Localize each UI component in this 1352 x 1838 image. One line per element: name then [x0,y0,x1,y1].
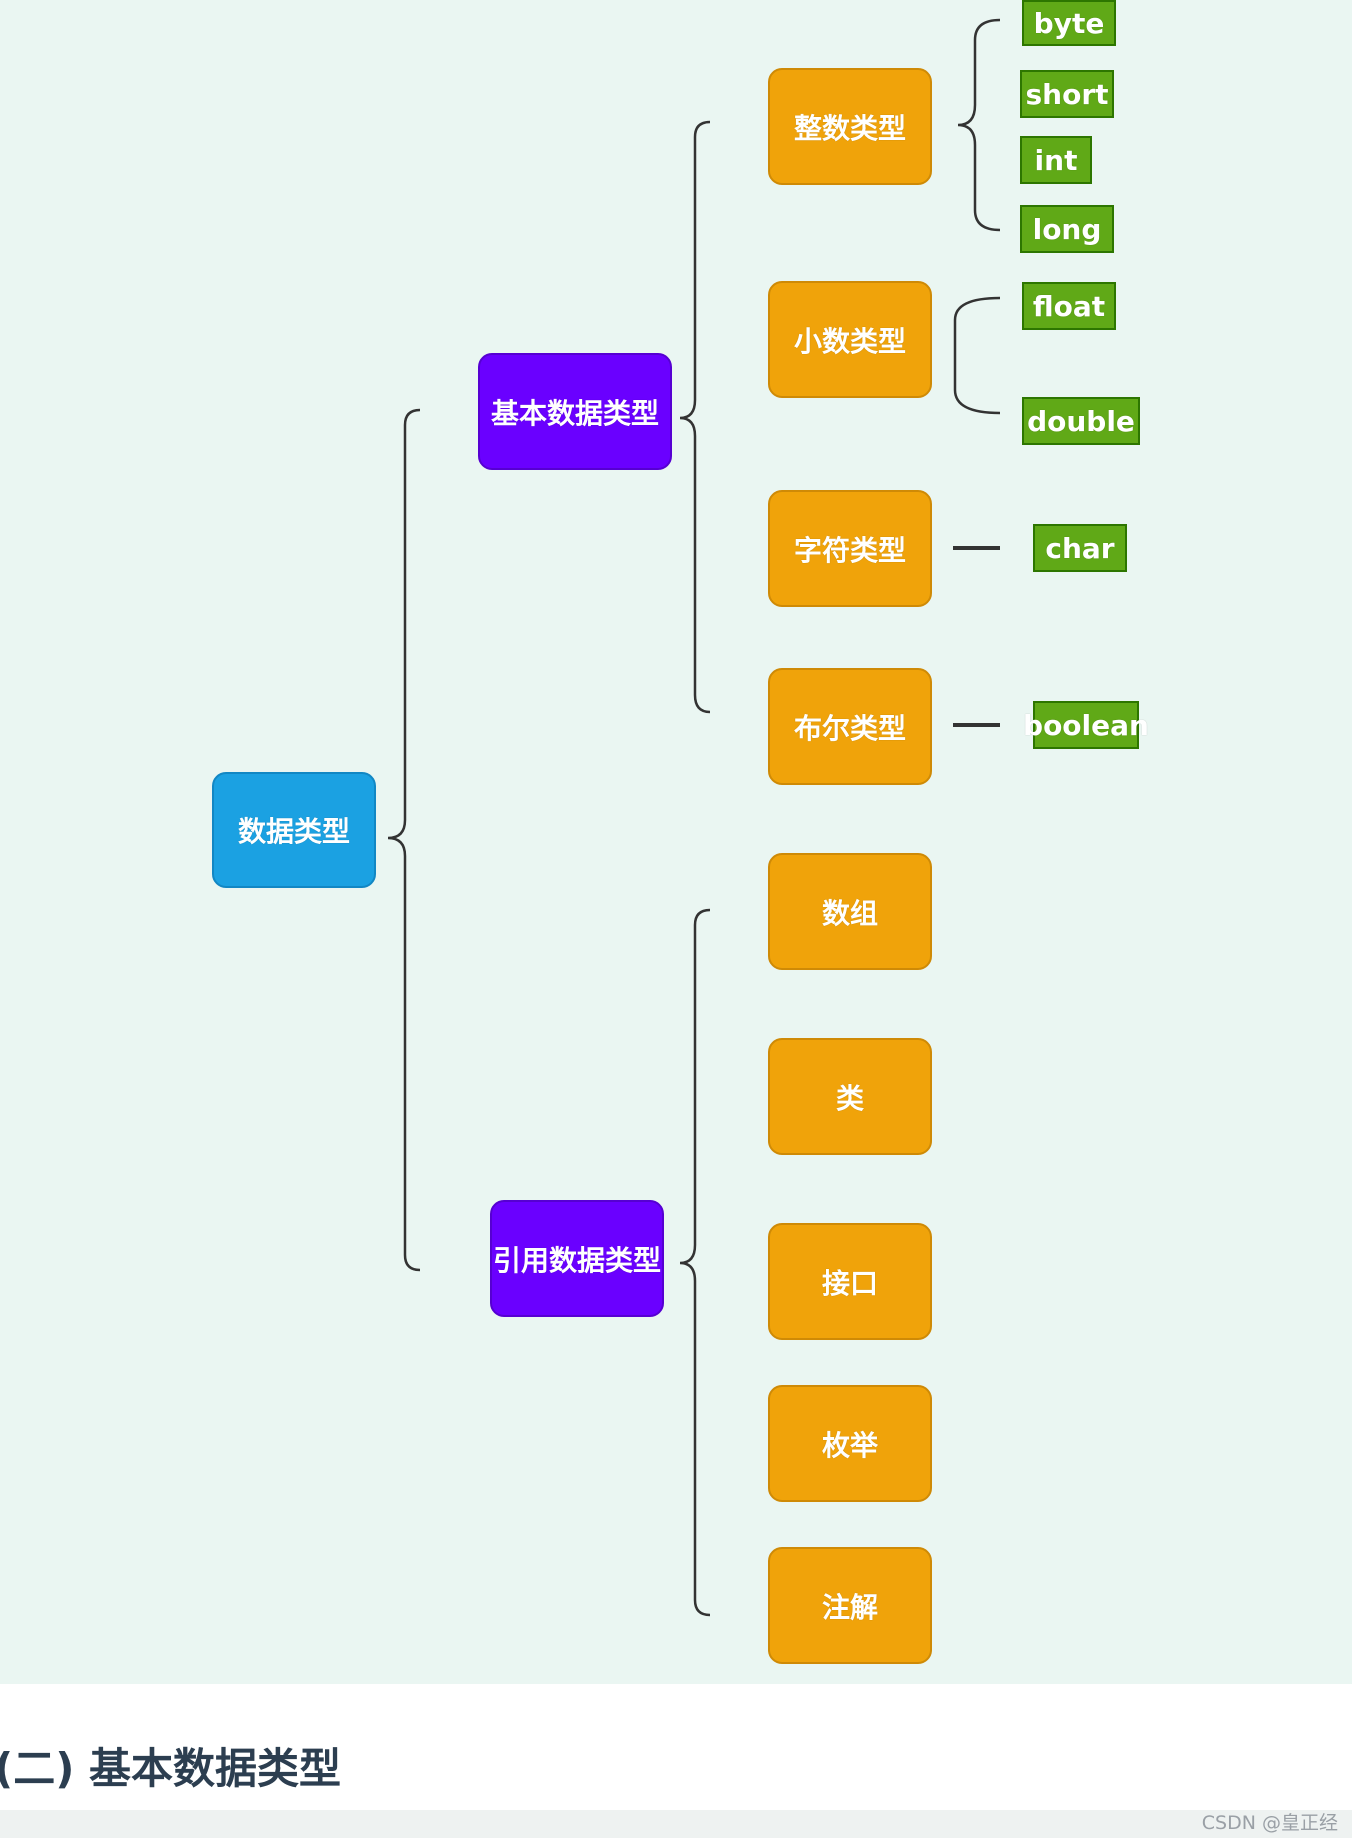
node-array: 数组 [768,853,932,970]
node-enum: 枚举 [768,1385,932,1502]
leaf-boolean: boolean [1023,701,1149,749]
connector-lines [387,18,1001,1617]
diagram-canvas: 数据类型 基本数据类型 引用数据类型 整数类型 小数类型 字符类型 布尔类型 数… [0,0,1352,1684]
node-reference-types: 引用数据类型 [490,1200,664,1317]
node-class: 类 [768,1038,932,1155]
leaf-char: char [1033,524,1127,572]
leaf-long: long [1020,205,1114,253]
brace-reference [679,908,711,1617]
leaf-int: int [1020,136,1092,184]
brace-primitive [679,120,711,714]
node-annotation: 注解 [768,1547,932,1664]
leaf-double: double [1022,397,1140,445]
node-primitive-types: 基本数据类型 [478,353,672,470]
bottom-strip [0,1810,1352,1838]
node-integer-type: 整数类型 [768,68,932,185]
brace-root [387,408,421,1272]
node-char-type: 字符类型 [768,490,932,607]
leaf-short: short [1020,70,1114,118]
csdn-watermark: CSDN @皇正经 [1201,1812,1338,1834]
node-data-types: 数据类型 [212,772,376,888]
section-heading: (二) 基本数据类型 [0,1744,342,1793]
leaf-byte: byte [1022,0,1116,46]
node-boolean-type: 布尔类型 [768,668,932,785]
brace-decimal [953,296,1001,415]
leaf-float: float [1022,282,1116,330]
node-interface: 接口 [768,1223,932,1340]
node-decimal-type: 小数类型 [768,281,932,398]
brace-integer [957,18,1001,232]
